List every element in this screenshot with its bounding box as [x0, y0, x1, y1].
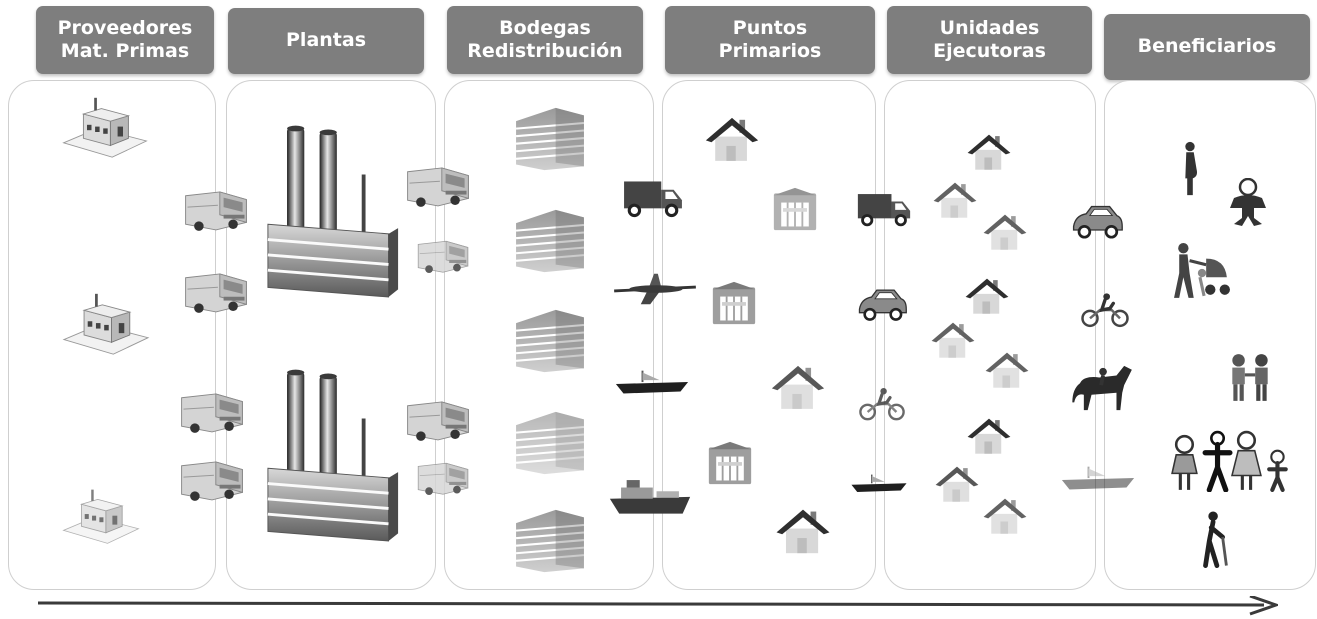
truck-icon [400, 162, 476, 210]
factory-icon [266, 360, 400, 544]
boat-icon [614, 368, 690, 398]
truck-icon [856, 190, 912, 228]
house-icon [982, 210, 1028, 252]
house-icon [982, 494, 1028, 536]
building-icon [512, 508, 588, 574]
factory-icon [266, 116, 400, 300]
house-icon [984, 348, 1030, 390]
house-icon [932, 178, 978, 220]
boat-icon [850, 470, 908, 498]
header-puntos-label: Puntos Primarios [718, 16, 822, 62]
header-plantas: Plantas [228, 8, 424, 74]
header-bodegas-label: Bodegas Redistribución [467, 16, 623, 62]
boat-icon [1060, 464, 1136, 494]
header-beneficiarios: Beneficiarios [1104, 14, 1310, 80]
house-icon [964, 274, 1010, 316]
children-icon [1224, 352, 1276, 404]
warehouse-icon [706, 440, 754, 486]
elderly-icon [1196, 510, 1234, 568]
ship-icon [608, 474, 692, 516]
house-icon [770, 360, 826, 412]
car-icon [1070, 200, 1124, 242]
header-beneficiarios-label: Beneficiarios [1137, 35, 1277, 58]
mother-stroller-icon [1170, 242, 1234, 300]
house-icon [966, 130, 1012, 172]
building-icon [512, 410, 588, 476]
column-box-beneficiarios [1104, 80, 1316, 590]
header-proveedores: Proveedores Mat. Primas [36, 6, 214, 74]
truck-icon [178, 268, 254, 316]
house-icon [774, 504, 832, 556]
header-plantas-label: Plantas [286, 29, 366, 52]
truck-icon [178, 186, 254, 234]
warehouse-icon [772, 186, 818, 232]
small-factory-icon [60, 292, 152, 356]
header-puntos: Puntos Primarios [665, 6, 875, 74]
building-icon [512, 208, 588, 274]
baby-icon [1226, 178, 1270, 228]
airplane-icon [612, 270, 698, 308]
house-icon [930, 318, 976, 360]
truck-icon [622, 176, 684, 220]
truck-icon [174, 388, 250, 436]
house-icon [934, 462, 980, 504]
house-icon [704, 112, 760, 164]
house-icon [966, 414, 1012, 456]
header-bodegas: Bodegas Redistribución [447, 6, 643, 74]
horse-icon [1070, 364, 1138, 412]
truck-icon [400, 396, 476, 444]
truck-icon [412, 234, 474, 278]
building-icon [512, 106, 588, 172]
motorcycle-icon [858, 384, 906, 424]
pregnant-woman-icon [1176, 140, 1204, 198]
header-unidades: Unidades Ejecutoras [887, 6, 1092, 74]
car-icon [856, 284, 908, 324]
header-unidades-label: Unidades Ejecutoras [933, 16, 1046, 62]
truck-icon [412, 456, 474, 500]
header-proveedores-label: Proveedores Mat. Primas [57, 16, 193, 62]
column-box-puntos [662, 80, 876, 590]
small-factory-icon [60, 488, 142, 545]
small-factory-icon [60, 96, 150, 159]
warehouse-icon [710, 280, 758, 326]
building-icon [512, 308, 588, 374]
family-icon [1170, 430, 1294, 492]
truck-icon [174, 456, 250, 504]
flow-arrow-icon [38, 596, 1278, 616]
motorcycle-icon [1080, 290, 1130, 330]
